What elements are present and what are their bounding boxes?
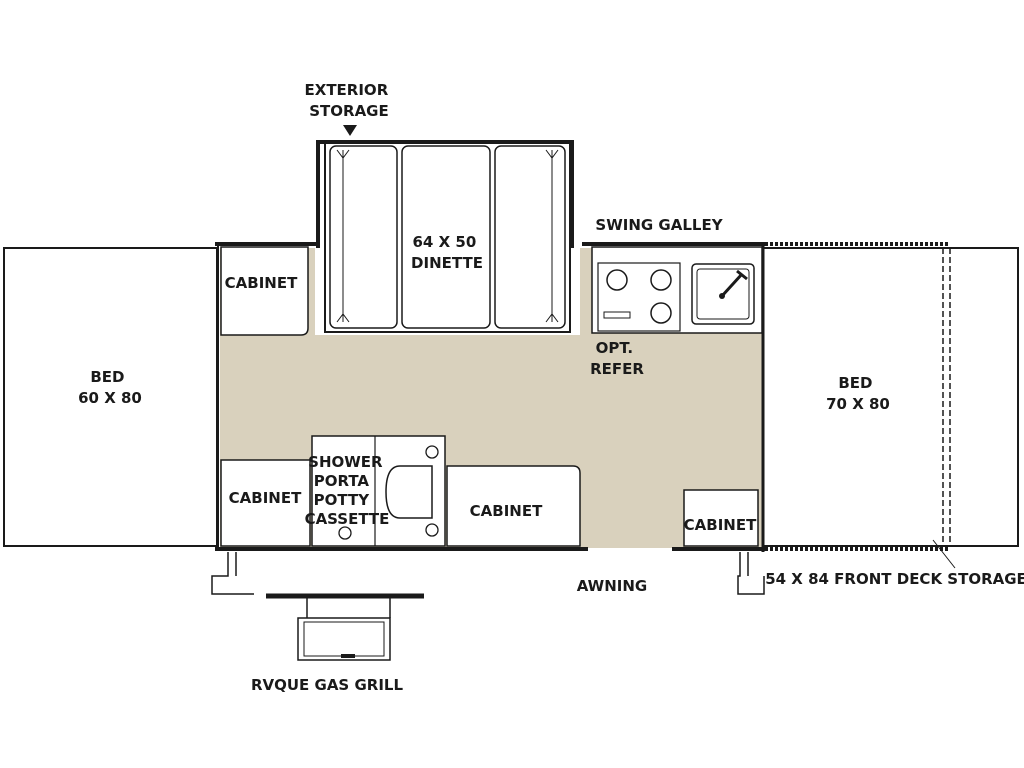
dinette-wall: [316, 140, 574, 248]
bed-right-label: BED 70 X 80: [826, 374, 890, 413]
exterior-storage-arrow: [343, 125, 357, 136]
cabinet-top-left: [220, 246, 309, 336]
bed-right: [762, 247, 1019, 547]
cabinet-bottom-right-label: CABINET: [684, 516, 757, 534]
shower-label: SHOWER PORTA POTTY CASSETTE: [305, 453, 390, 528]
cabinet-bottom-right: [683, 489, 759, 547]
faucet-icon: [720, 269, 748, 298]
burner-icon: [650, 302, 672, 324]
stove-controls: [603, 311, 631, 319]
stove: [597, 262, 681, 332]
shower-drain-icon: [338, 526, 352, 540]
shower-area: [311, 435, 446, 547]
dinette-table: [401, 145, 491, 329]
dinette-seat-right: [494, 145, 566, 329]
cabinet-bottom-left: [220, 459, 311, 547]
cabinet-bottom-center-label: CABINET: [470, 502, 543, 520]
left-jack: [211, 552, 254, 595]
cabinet-top-left-label: CABINET: [225, 274, 298, 292]
cabinet-bottom-left-label: CABINET: [229, 489, 302, 507]
opt-refer-label: OPT. REFER: [590, 339, 644, 378]
bed-left: [3, 247, 218, 547]
dinette-seat-left: [329, 145, 398, 329]
dinette-label: 64 X 50 DINETTE: [411, 233, 483, 272]
cabinet-bottom-center: [446, 465, 581, 547]
awning-label: AWNING: [577, 577, 647, 595]
burner-icon: [606, 269, 628, 291]
front-deck-storage-label: 54 X 84 FRONT DECK STORAGE: [765, 570, 1024, 588]
burner-icon: [650, 269, 672, 291]
right-jack: [737, 552, 765, 595]
exterior-storage-label: EXTERIOR STORAGE: [305, 81, 394, 120]
swing-galley-label: SWING GALLEY: [595, 216, 723, 234]
gas-grill-label: RVQUE GAS GRILL: [251, 676, 404, 694]
porta-potty-icon: [385, 465, 433, 519]
bed-left-label: BED 60 X 80: [78, 368, 142, 407]
gas-grill: [297, 617, 391, 661]
